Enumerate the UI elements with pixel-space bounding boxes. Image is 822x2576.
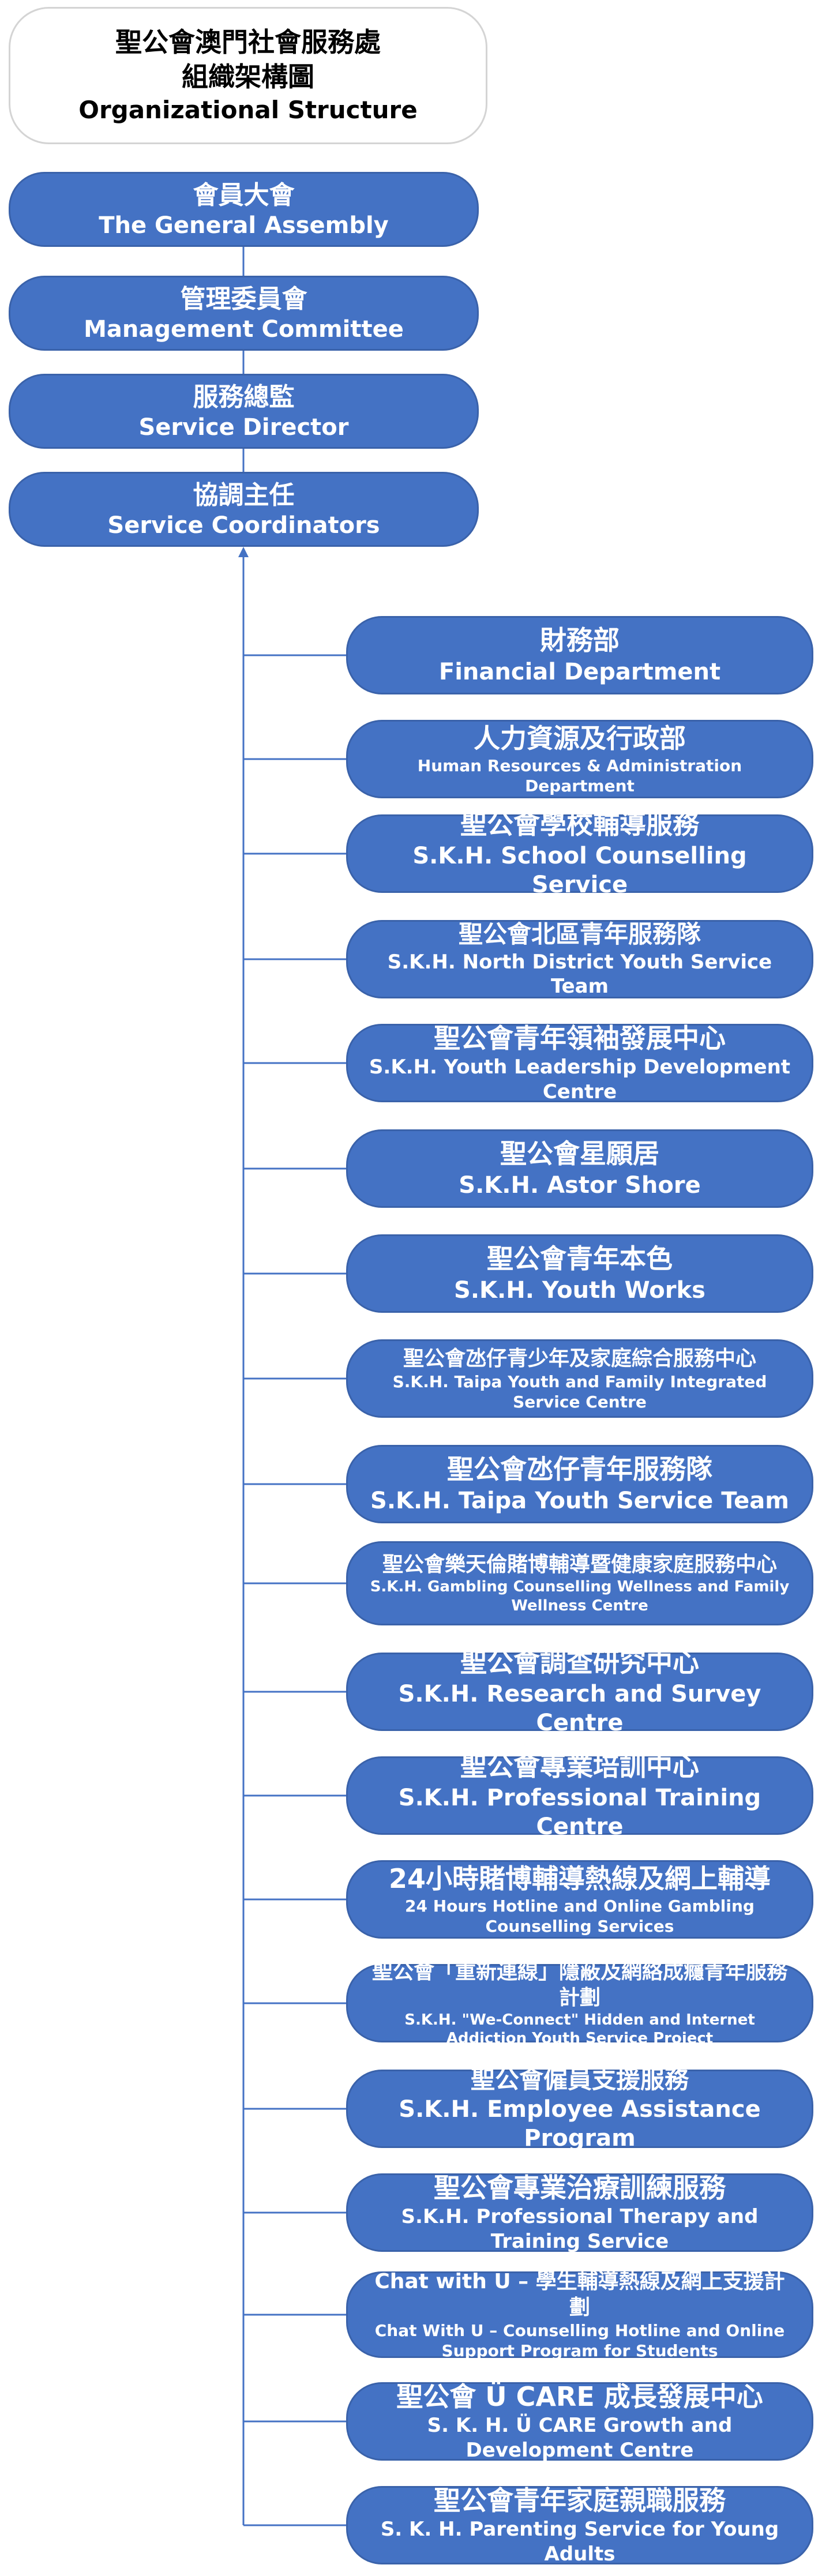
dept-en: S.K.H. Employee Assistance Program bbox=[399, 2096, 761, 2152]
dept-professional-therapy: 聖公會專業治療訓練服務 S.K.H. Professional Therapy … bbox=[346, 2172, 813, 2253]
dept-zh: 聖公會樂天倫賭博輔導暨健康家庭服務中心 bbox=[382, 1553, 777, 1576]
dept-zh: 聖公會北區青年服務隊 bbox=[458, 920, 701, 949]
dept-research-survey: 聖公會調查研究中心 S.K.H. Research and Survey Cen… bbox=[346, 1647, 813, 1736]
dept-zh: 人力資源及行政部 bbox=[474, 723, 686, 754]
dept-zh: 聖公會「重新連線」隱蔽及網絡成癮青年服務計劃 bbox=[371, 1959, 787, 2010]
dept-zh: 聖公會青年家庭親職服務 bbox=[434, 2484, 726, 2516]
node-zh: 管理委員會 bbox=[180, 284, 307, 314]
node-zh: 服務總監 bbox=[193, 382, 295, 412]
node-zh: 會員大會 bbox=[193, 180, 295, 210]
dept-zh: 聖公會氹仔青少年及家庭綜合服務中心 bbox=[403, 1346, 756, 1370]
dept-en: S.K.H. Youth Works bbox=[454, 1276, 705, 1304]
connector-arrowhead bbox=[238, 547, 249, 557]
dept-en: Chat With U – Counselling Hotline and On… bbox=[374, 2321, 785, 2360]
dept-u-care: 聖公會 Ü CARE 成長發展中心 S. K. H. Ü CARE Growth… bbox=[346, 2380, 813, 2462]
dept-zh: 聖公會氹仔青年服務隊 bbox=[447, 1454, 712, 1485]
dept-gambling-counselling: 聖公會樂天倫賭博輔導暨健康家庭服務中心 S.K.H. Gambling Coun… bbox=[346, 1541, 813, 1625]
dept-en: S.K.H. "We-Connect" Hidden and Internet … bbox=[404, 2011, 755, 2048]
node-service-director: 服務總監 Service Director bbox=[9, 374, 479, 449]
title-zh-line2: 組織架構圖 bbox=[182, 61, 314, 92]
node-general-assembly: 會員大會 The General Assembly bbox=[9, 172, 479, 247]
dept-en: Financial Department bbox=[438, 658, 721, 685]
dept-school-counselling: 聖公會學校輔導服務 S.K.H. School Counselling Serv… bbox=[346, 809, 813, 898]
dept-zh: 聖公會專業治療訓練服務 bbox=[434, 2172, 726, 2203]
dept-financial: 財務部 Financial Department bbox=[346, 616, 813, 694]
dept-zh: 聖公會青年本色 bbox=[487, 1243, 673, 1275]
dept-en: S.K.H. Research and Survey Centre bbox=[398, 1680, 761, 1736]
dept-astor-shore: 聖公會星願居 S.K.H. Astor Shore bbox=[346, 1129, 813, 1208]
dept-zh: 24小時賭博輔導熱線及網上輔導 bbox=[388, 1863, 771, 1895]
dept-en: Human Resources & Administration Departm… bbox=[417, 756, 742, 795]
node-management-committee: 管理委員會 Management Committee bbox=[9, 276, 479, 351]
title-en: Organizational Structure bbox=[78, 95, 418, 124]
dept-hr-admin: 人力資源及行政部 Human Resources & Administratio… bbox=[346, 720, 813, 798]
dept-en: 24 Hours Hotline and Online Gambling Cou… bbox=[405, 1896, 755, 1936]
dept-zh: Chat with U – 學生輔導熱線及網上支援計劃 bbox=[374, 2270, 785, 2319]
dept-youth-works: 聖公會青年本色 S.K.H. Youth Works bbox=[346, 1234, 813, 1313]
dept-en: S.K.H. Professional Training Centre bbox=[398, 1784, 761, 1840]
dept-parenting-young-adults: 聖公會青年家庭親職服務 S. K. H. Parenting Service f… bbox=[346, 2484, 813, 2566]
dept-employee-assistance: 聖公會僱員支援服務 S.K.H. Employee Assistance Pro… bbox=[346, 2066, 813, 2151]
dept-zh: 聖公會青年領袖發展中心 bbox=[434, 1022, 726, 1054]
dept-professional-training: 聖公會專業培訓中心 S.K.H. Professional Training C… bbox=[346, 1751, 813, 1840]
dept-24h-hotline: 24小時賭博輔導熱線及網上輔導 24 Hours Hotline and Onl… bbox=[346, 1860, 813, 1939]
dept-en: S.K.H. North District Youth Service Team bbox=[387, 950, 772, 998]
dept-youth-leadership: 聖公會青年領袖發展中心 S.K.H. Youth Leadership Deve… bbox=[346, 1022, 813, 1103]
node-service-coordinators: 協調主任 Service Coordinators bbox=[9, 472, 479, 547]
connector-branches bbox=[243, 654, 346, 2526]
dept-en: S.K.H. Youth Leadership Development Cent… bbox=[369, 1056, 791, 1103]
node-zh: 協調主任 bbox=[193, 480, 295, 510]
dept-en: S.K.H. Gambling Counselling Wellness and… bbox=[370, 1578, 790, 1614]
dept-we-connect: 聖公會「重新連線」隱蔽及網絡成癮青年服務計劃 S.K.H. "We-Connec… bbox=[346, 1960, 813, 2047]
dept-taipa-integrated: 聖公會氹仔青少年及家庭綜合服務中心 S.K.H. Taipa Youth and… bbox=[346, 1339, 813, 1418]
dept-en: S.K.H. School Counselling Service bbox=[412, 842, 747, 898]
node-en: Service Coordinators bbox=[107, 512, 380, 539]
dept-en: S.K.H. Astor Shore bbox=[459, 1171, 701, 1199]
dept-zh: 聖公會學校輔導服務 bbox=[460, 809, 699, 840]
title-zh-line1: 聖公會澳門社會服務處 bbox=[115, 26, 381, 58]
dept-en: S. K. H. Ü CARE Growth and Development C… bbox=[427, 2414, 733, 2462]
dept-zh: 聖公會星願居 bbox=[500, 1138, 659, 1170]
dept-zh: 聖公會調查研究中心 bbox=[460, 1647, 699, 1678]
node-en: Service Director bbox=[138, 414, 349, 441]
dept-north-district: 聖公會北區青年服務隊 S.K.H. North District Youth S… bbox=[346, 920, 813, 998]
dept-zh: 聖公會 Ü CARE 成長發展中心 bbox=[396, 2380, 763, 2412]
dept-zh: 聖公會僱員支援服務 bbox=[470, 2065, 689, 2094]
node-en: Management Committee bbox=[84, 316, 404, 343]
dept-en: S. K. H. Parenting Service for Young Adu… bbox=[380, 2518, 779, 2566]
dept-en: S.K.H. Taipa Youth and Family Integrated… bbox=[392, 1372, 767, 1411]
dept-taipa-youth-team: 聖公會氹仔青年服務隊 S.K.H. Taipa Youth Service Te… bbox=[346, 1445, 813, 1523]
dept-en: S.K.H. Taipa Youth Service Team bbox=[370, 1487, 789, 1514]
dept-zh: 財務部 bbox=[540, 625, 620, 656]
node-en: The General Assembly bbox=[99, 212, 389, 239]
dept-zh: 聖公會專業培訓中心 bbox=[460, 1751, 699, 1782]
dept-en: S.K.H. Professional Therapy and Training… bbox=[401, 2205, 759, 2253]
dept-chat-with-u: Chat with U – 學生輔導熱線及網上支援計劃 Chat With U … bbox=[346, 2270, 813, 2360]
chart-title: 聖公會澳門社會服務處 組織架構圖 Organizational Structur… bbox=[9, 7, 487, 144]
